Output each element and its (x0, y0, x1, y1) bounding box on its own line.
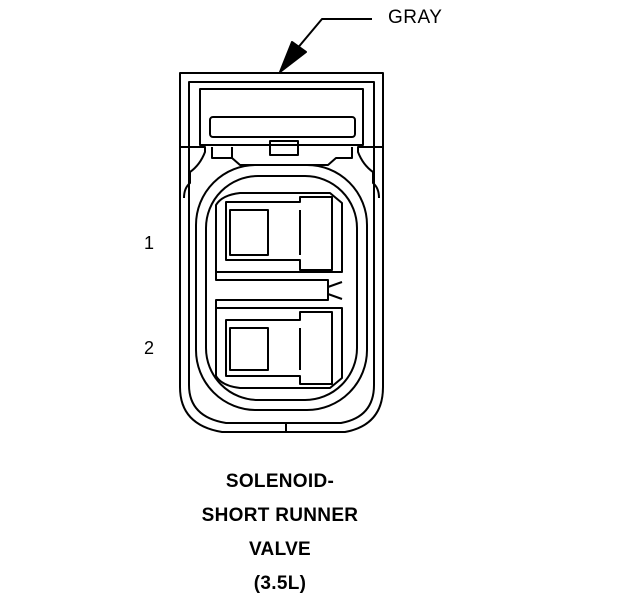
color-leader-line (295, 18, 372, 51)
pin-2-label: 2 (144, 338, 155, 358)
seal-outer (195, 164, 368, 411)
caption-line-4: (3.5L) (253, 573, 307, 594)
terminal-cavity-1 (215, 192, 343, 273)
locking-tab (209, 116, 356, 138)
top-shoulder-bar (211, 147, 353, 166)
connector-inner-housing (188, 81, 375, 424)
terminal-2-contact (229, 327, 269, 371)
terminal-cavity-2 (215, 307, 343, 389)
divider-latch (327, 281, 343, 300)
terminal-2 (225, 311, 333, 385)
component-caption: SOLENOID- SHORT RUNNER VALVE (3.5L) (0, 470, 560, 606)
terminal-1-contact (229, 209, 269, 256)
caption-line-3: VALVE (248, 539, 312, 560)
wire-color-label: GRAY (388, 7, 443, 28)
center-key (269, 140, 299, 156)
right-shoulder (357, 146, 383, 199)
connector-outer-housing (179, 72, 384, 433)
pin-1-label: 1 (144, 233, 155, 253)
caption-line-2: SHORT RUNNER (201, 505, 359, 526)
leader-arrowhead (279, 41, 307, 73)
caption-line-1: SOLENOID- (225, 471, 335, 492)
lock-cavity (199, 88, 364, 146)
terminal-1 (225, 196, 333, 271)
cavity-divider (215, 272, 329, 308)
seal-inner (205, 175, 358, 401)
left-shoulder (180, 146, 206, 199)
